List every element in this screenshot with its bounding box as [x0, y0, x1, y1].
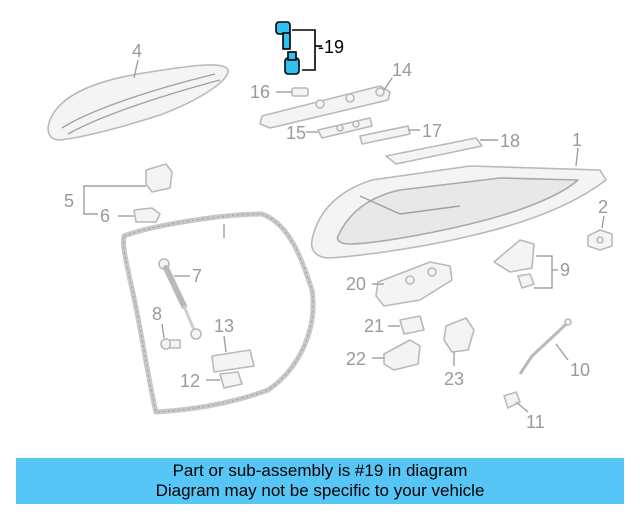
part-14-bracket — [259, 77, 393, 129]
part-9-hinge-assembly — [493, 239, 558, 289]
callout-23: 23 — [444, 369, 464, 389]
callout-12: 12 — [180, 371, 200, 391]
part-12-bumper — [206, 371, 243, 389]
part-20-latch-assembly — [372, 261, 453, 307]
callout-19: -19 — [318, 37, 344, 57]
callout-15: 15 — [286, 123, 306, 143]
part-2-hinge — [587, 215, 613, 251]
callout-14: 14 — [392, 60, 412, 80]
callout-7: 7 — [192, 266, 202, 286]
part-15-strip — [306, 117, 373, 139]
callout-6: 6 — [100, 206, 110, 226]
part-16-clip — [276, 87, 309, 97]
part-6-striker — [118, 207, 161, 223]
part-10-rod — [518, 318, 572, 375]
part-17-plate — [359, 125, 420, 145]
part-23-cover — [443, 317, 475, 366]
part-21-actuator — [388, 315, 425, 335]
part-13-switch — [211, 335, 255, 373]
callout-17: 17 — [422, 121, 442, 141]
parts-diagram: 4 -19 16 14 15 17 18 — [47, 21, 613, 432]
callout-4: 4 — [132, 41, 142, 61]
callout-8: 8 — [152, 304, 162, 324]
callout-22: 22 — [346, 349, 366, 369]
callout-13: 13 — [214, 316, 234, 336]
part-5-latch — [83, 163, 173, 215]
part-18-strip — [385, 137, 498, 165]
part-7-gas-strut — [158, 258, 202, 340]
callout-10: 10 — [570, 360, 590, 380]
part-4-glass — [47, 59, 229, 141]
part-22-motor — [372, 339, 421, 371]
callout-9: 9 — [560, 260, 570, 280]
callout-2: 2 — [598, 197, 608, 217]
callout-20: 20 — [346, 274, 366, 294]
callout-21: 21 — [364, 316, 384, 336]
callout-16: 16 — [250, 82, 270, 102]
info-banner: Part or sub-assembly is #19 in diagram D… — [16, 458, 624, 504]
banner-line-1: Part or sub-assembly is #19 in diagram — [172, 461, 468, 480]
weatherstrip-seal — [121, 211, 316, 415]
part-11-clip — [503, 391, 529, 413]
part-19-bolts — [275, 21, 322, 75]
callout-5: 5 — [64, 191, 74, 211]
part-1-liftgate — [310, 147, 607, 259]
callout-18: 18 — [500, 131, 520, 151]
callout-11: 11 — [526, 412, 545, 432]
part-8-bolt — [160, 323, 181, 350]
banner-line-2: Diagram may not be specific to your vehi… — [155, 481, 485, 500]
callout-1: 1 — [572, 130, 582, 150]
